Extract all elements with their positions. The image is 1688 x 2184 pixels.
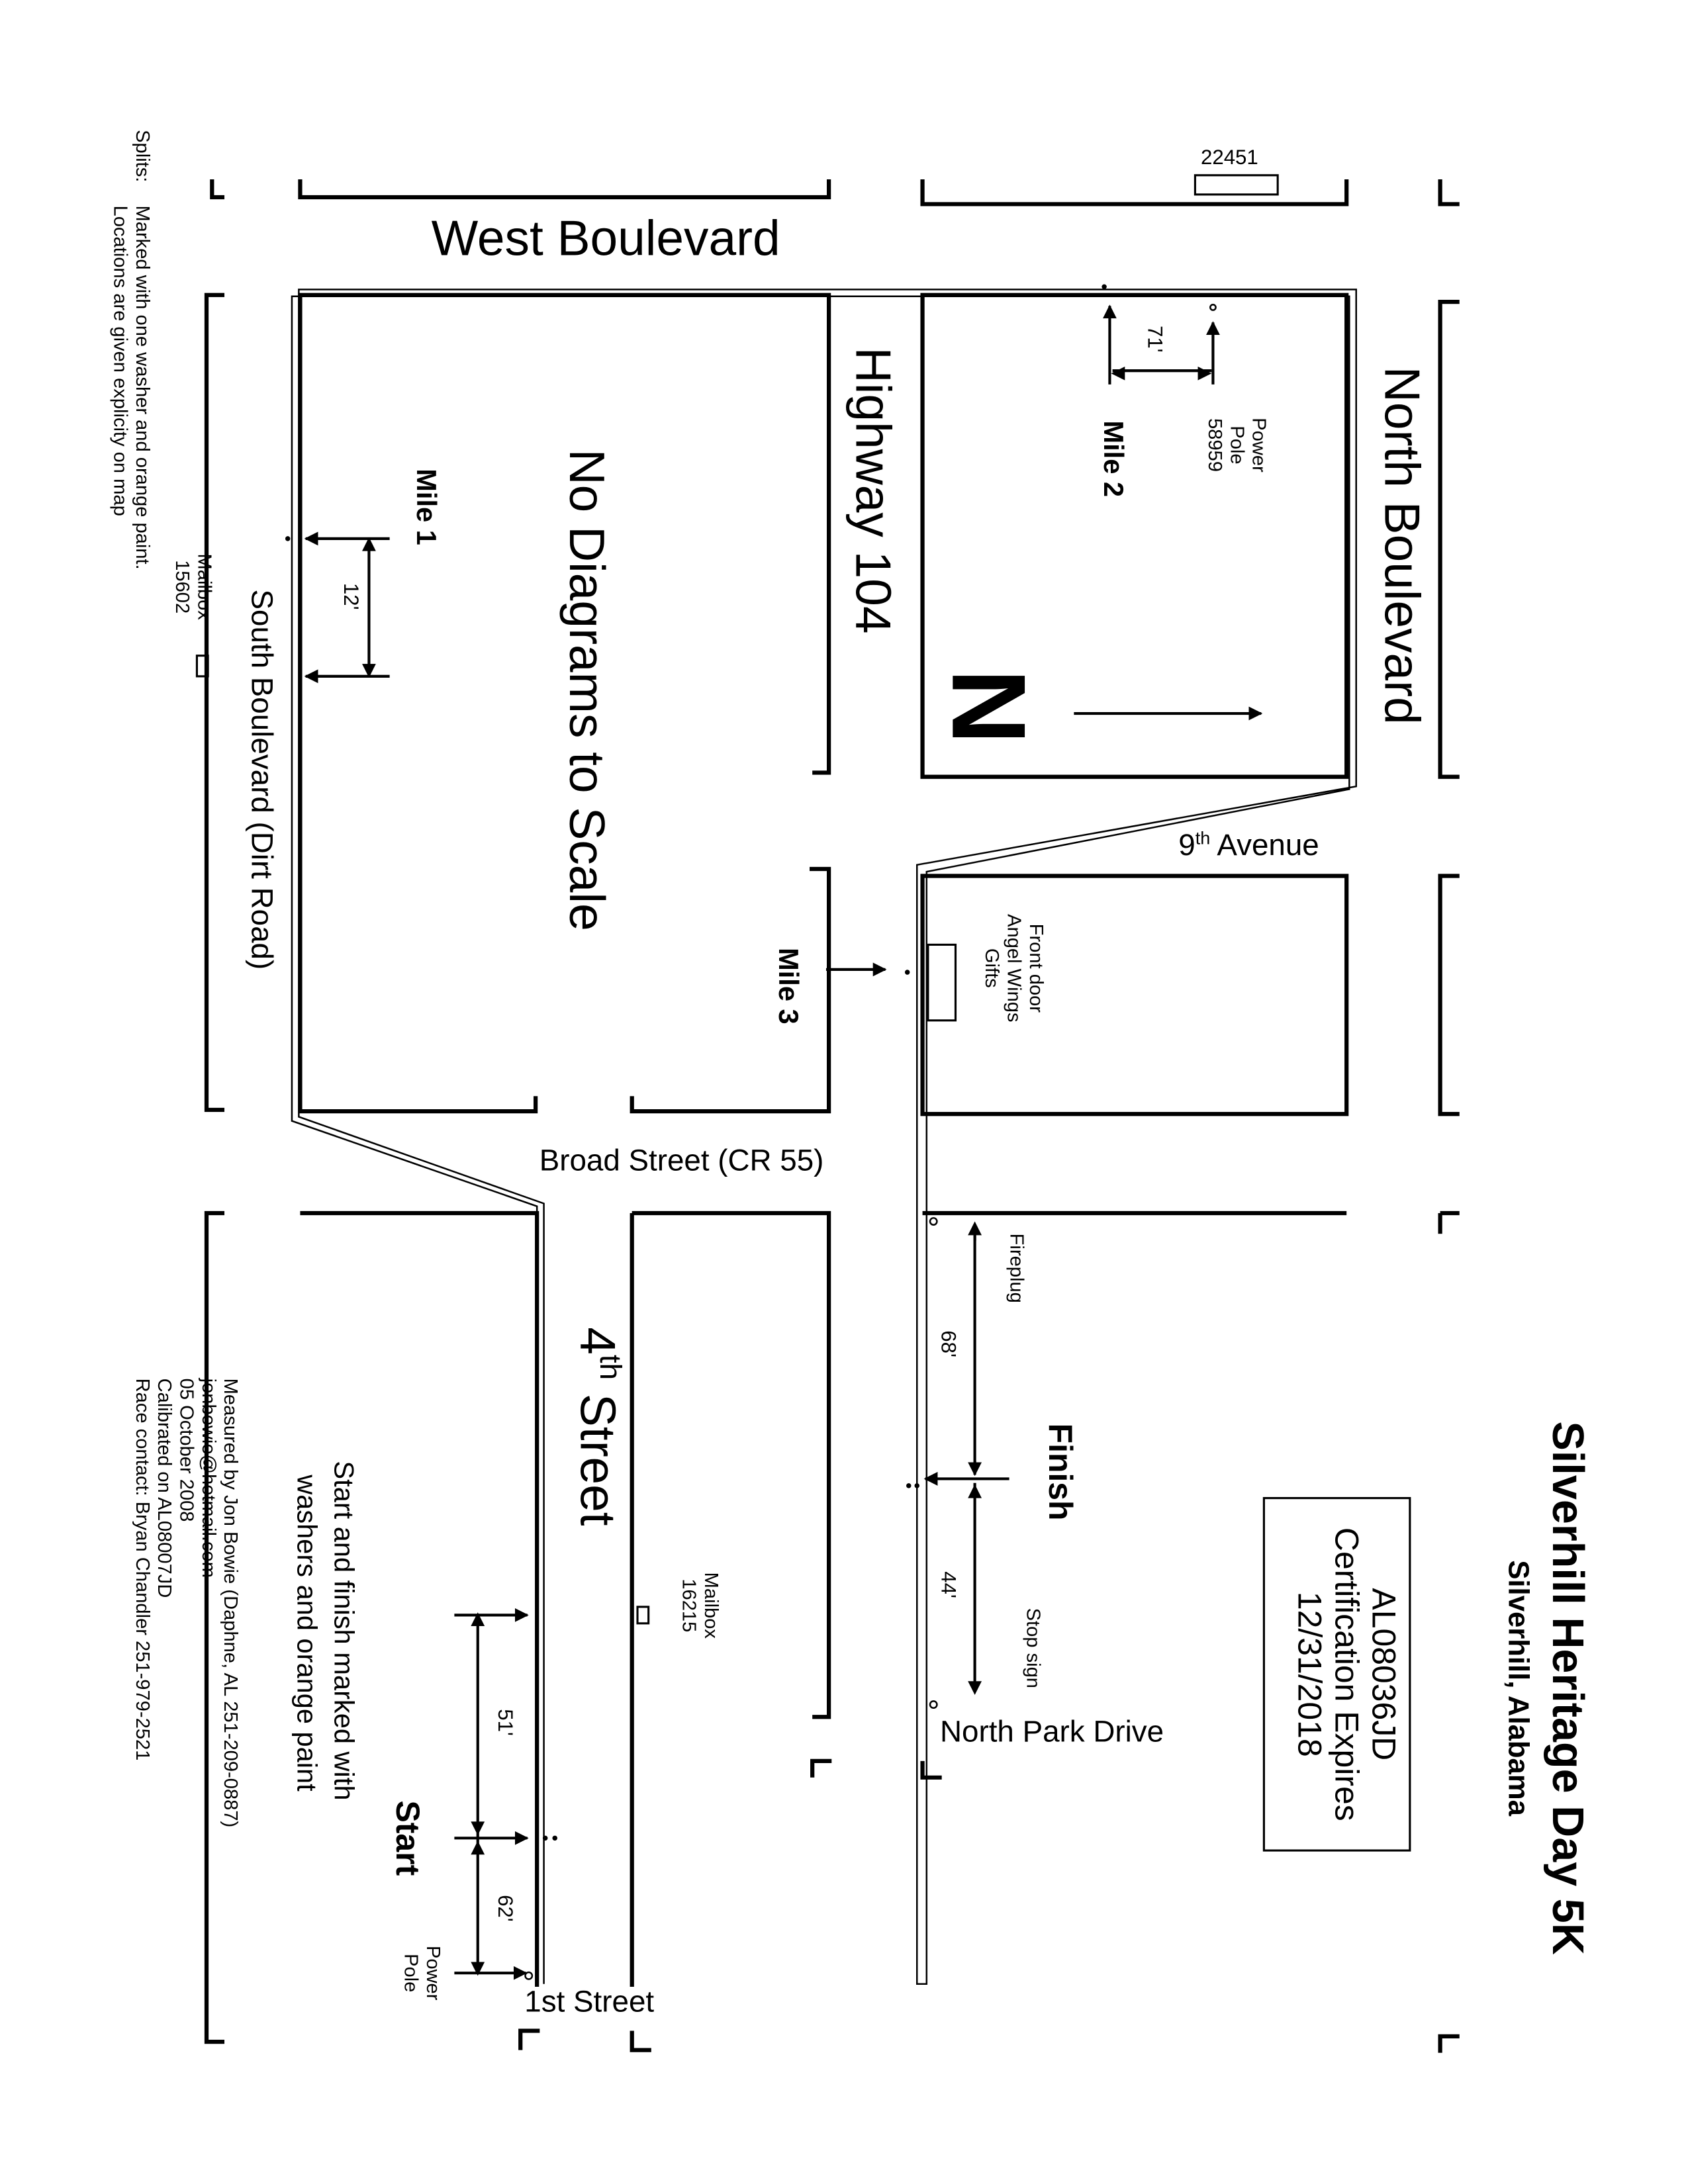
race-location: Silverhill, Alabama xyxy=(1503,1560,1535,1816)
no-diagrams-to-scale: No Diagrams to Scale xyxy=(559,449,615,931)
ninth-suffix: Avenue xyxy=(1210,828,1319,862)
mailbox-22451-box xyxy=(1194,174,1279,196)
block-bottom-c xyxy=(518,2028,540,2050)
block-left-upper xyxy=(204,293,225,1113)
mile-3-label: Mile 3 xyxy=(773,948,804,1024)
splits-label: Splits: xyxy=(132,130,153,182)
front-door-label-3: Gifts xyxy=(981,948,1002,988)
mailbox-16215-box xyxy=(636,1606,650,1625)
street-west-boulevard: West Boulevard xyxy=(432,210,780,265)
splits-line-2: Locations are given explicity on map xyxy=(110,206,131,516)
street-north-park-drive: North Park Drive xyxy=(940,1715,1164,1749)
block-north-far xyxy=(1438,299,1460,779)
fourth-prefix: 4 xyxy=(571,1327,626,1355)
street-highway-104: Highway 104 xyxy=(846,347,902,634)
ninth-prefix: 9 xyxy=(1178,828,1195,862)
block-south-right xyxy=(632,1210,831,1719)
measured-by-line-5: Race contact: Bryan Chandler 251-979-252… xyxy=(132,1379,153,1761)
block-top-right xyxy=(920,179,1349,206)
mailbox-22451-label: 22451 xyxy=(1201,146,1258,169)
ninth-sup: th xyxy=(1196,829,1211,848)
mailbox-16215-number: 16215 xyxy=(679,1578,700,1632)
small-arrowheads xyxy=(362,366,1212,1976)
distance-stop-sign: 44' xyxy=(937,1571,961,1598)
power-pole-number: 58959 xyxy=(1204,418,1225,472)
street-first-street: 1st Street xyxy=(524,1984,654,2018)
course-route xyxy=(291,289,1357,1985)
north-letter: N xyxy=(930,669,1047,745)
measured-by-line-4: Calibrated on AL08007JD xyxy=(154,1379,175,1598)
block-top-left xyxy=(210,179,225,200)
street-blocks xyxy=(204,179,1460,2053)
block-west-right xyxy=(630,866,831,1114)
street-ninth-avenue: 9th Avenue xyxy=(1178,828,1319,862)
start-power-pole-label-2: Pole xyxy=(400,1954,422,1992)
fourth-sup: th xyxy=(594,1355,628,1380)
certification-expires-date: 12/31/2018 xyxy=(1291,1592,1328,1757)
block-top-far-right xyxy=(1438,179,1460,206)
marker-dots xyxy=(285,284,1217,1980)
angel-wings-building xyxy=(927,943,957,1022)
block-mid-right xyxy=(920,874,1349,1116)
start-finish-note-2: washers and orange paint xyxy=(291,1474,322,1792)
splits-line-1: Marked with one washer and orange paint. xyxy=(132,206,153,570)
start-label: Start xyxy=(389,1800,426,1876)
mile-1-label: Mile 1 xyxy=(411,469,442,545)
power-pole-label-1: Power xyxy=(1248,418,1270,473)
certification-box xyxy=(1262,1497,1411,1852)
distance-fireplug: 68' xyxy=(937,1330,961,1357)
power-pole-label-2: Pole xyxy=(1226,426,1247,464)
block-mid-far xyxy=(1438,874,1460,1116)
finish-label: Finish xyxy=(1042,1424,1079,1521)
measured-by-line-3: 05 October 2008 xyxy=(175,1379,197,1522)
mailbox-16215-label: Mailbox xyxy=(700,1572,722,1639)
fourth-suffix: Street xyxy=(571,1380,626,1526)
distance-start-b: 62' xyxy=(494,1895,517,1922)
race-title: Silverhill Heritage Day 5K xyxy=(1543,1421,1592,1954)
measured-by-line-1: Measured by Jon Bowie (Daphne, AL 251-20… xyxy=(220,1379,241,1828)
fireplug-label: Fireplug xyxy=(1006,1234,1027,1303)
block-west xyxy=(298,293,831,1114)
front-door-label-2: Angel Wings xyxy=(1004,914,1025,1022)
block-left-lower xyxy=(204,1210,225,2044)
block-bottom-b xyxy=(920,1760,942,1780)
distance-mile1: 12' xyxy=(340,583,363,610)
mailbox-15602-label: Mailbox xyxy=(194,554,215,621)
block-north xyxy=(920,293,1349,779)
stop-sign-label: Stop sign xyxy=(1023,1608,1044,1688)
certification-number: AL08036JD xyxy=(1366,1588,1403,1760)
street-fourth-street: 4th Street xyxy=(571,1327,628,1526)
start-finish-note-1: Start and finish marked with xyxy=(328,1461,359,1800)
mailbox-15602-box xyxy=(195,655,209,678)
street-south-boulevard: South Boulevard (Dirt Road) xyxy=(246,590,279,970)
mile-2-label: Mile 2 xyxy=(1098,420,1129,497)
street-north-boulevard: North Boulevard xyxy=(1374,367,1430,725)
block-bottom-d xyxy=(630,2030,651,2052)
certification-expires-label: Certification Expires xyxy=(1329,1527,1366,1821)
block-bottom-a xyxy=(810,1758,832,1778)
mailbox-15602-number: 15602 xyxy=(171,560,193,614)
front-door-label-1: Front door xyxy=(1025,924,1047,1013)
street-broad-street: Broad Street (CR 55) xyxy=(539,1144,824,1177)
distance-start-a: 51' xyxy=(494,1709,517,1736)
start-power-pole-label-1: Power xyxy=(422,1946,444,2001)
distance-mile2: 71' xyxy=(1144,326,1167,353)
block-top-center xyxy=(298,179,831,200)
measured-by-line-2: jonbowie@hotmail.com xyxy=(198,1378,219,1578)
